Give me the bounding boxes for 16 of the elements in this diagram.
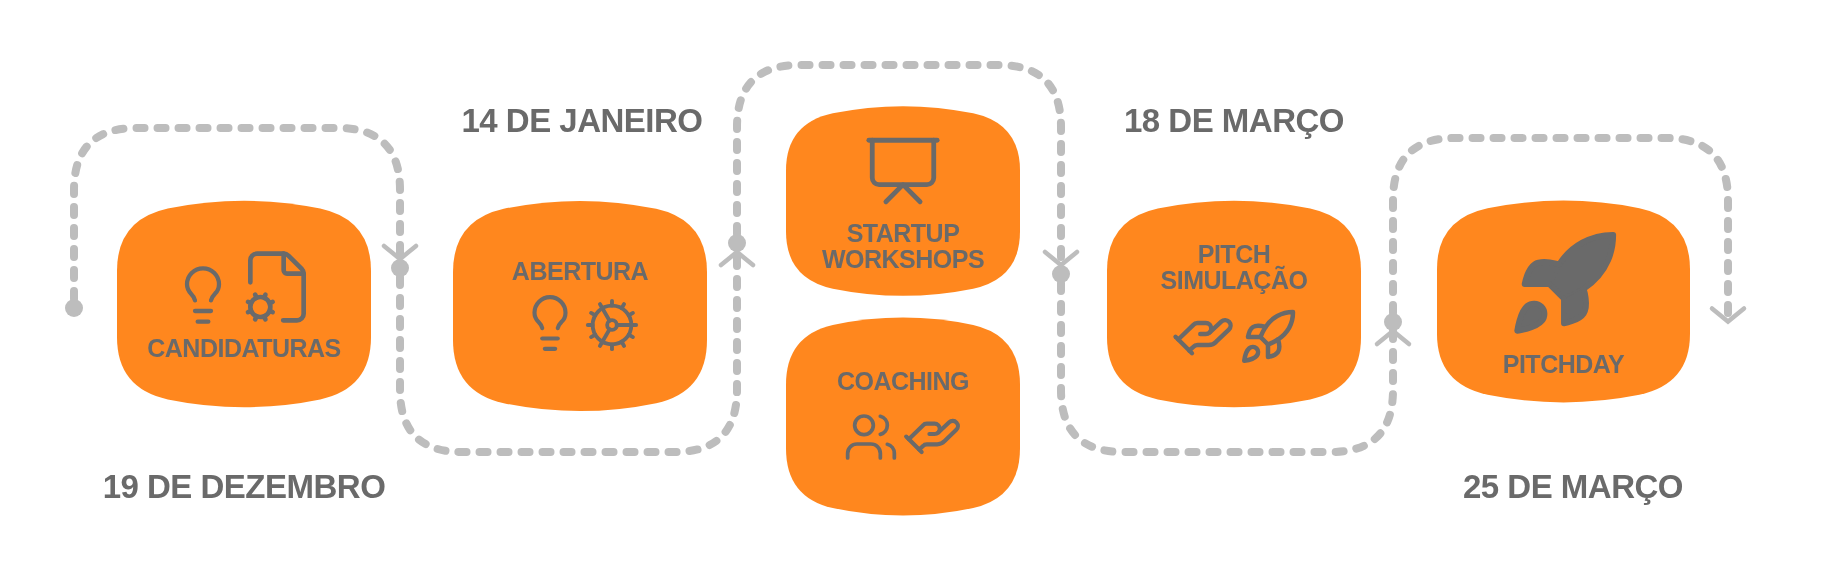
- dot: [1384, 313, 1402, 331]
- stage-label: CANDIDATURAS: [147, 334, 341, 362]
- stage-label: ABERTURA: [511, 257, 649, 285]
- stage-label: PITCH SIMULAÇÃO: [1159, 240, 1309, 294]
- stage-label: PITCHDAY: [1502, 351, 1625, 378]
- date-label: 14 DE JANEIRO: [461, 102, 703, 140]
- stage-label: STARTUP WORKSHOPS: [820, 219, 986, 273]
- dot: [728, 234, 746, 252]
- dotted-arrow: [1389, 134, 1747, 326]
- dot: [65, 299, 83, 317]
- date-label: 18 DE MARÇO: [1124, 102, 1344, 140]
- stage-label: COACHING: [836, 368, 970, 395]
- date-label: 19 DE DEZEMBRO: [102, 468, 386, 506]
- dot: [391, 259, 409, 277]
- dot: [1052, 265, 1070, 283]
- date-label: 25 DE MARÇO: [1463, 468, 1683, 506]
